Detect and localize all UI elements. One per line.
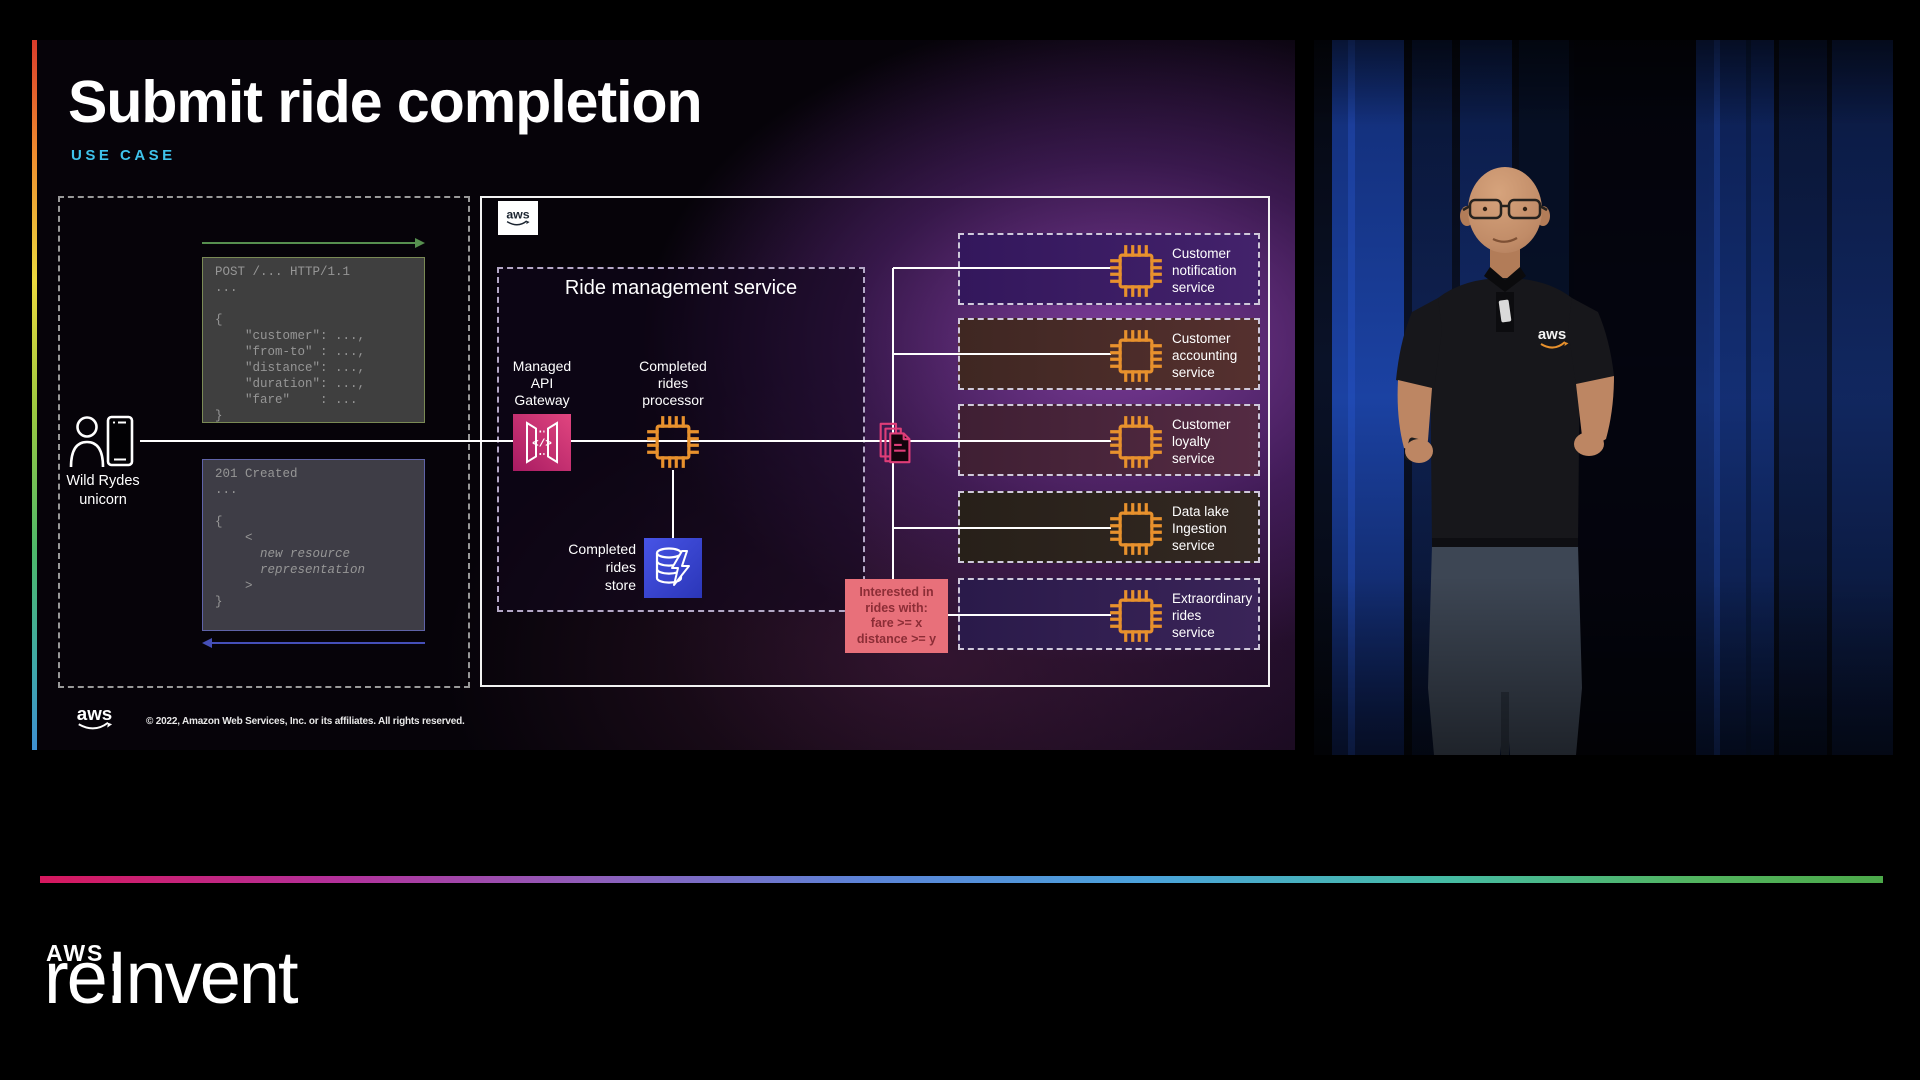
code-line: > (215, 579, 253, 593)
connector-branch-1 (893, 267, 1111, 269)
code-line: "duration": ..., (215, 377, 366, 391)
api-gateway-icon: </> (513, 414, 571, 471)
api-gateway-label: Managed API Gateway (512, 358, 572, 408)
code-line: "distance": ..., (215, 361, 366, 375)
code-line: representation (215, 563, 366, 577)
store-label: Completed rides store (568, 541, 636, 593)
code-line: } (215, 595, 223, 609)
code-line: "customer": ..., (215, 329, 366, 343)
code-line: 201 Created (215, 467, 298, 481)
processor-label: Completed rides processor (639, 358, 707, 408)
http-request-code-block: POST /... HTTP/1.1 ... { "customer": ...… (202, 257, 425, 423)
aws-logo-icon: aws (506, 208, 530, 226)
dynamodb-store-icon (644, 538, 702, 598)
microservice-chip-icon (1108, 501, 1164, 557)
code-line: new resource (215, 547, 351, 561)
filter-note: Interested in rides with: fare >= x dist… (845, 579, 948, 653)
copyright-text: © 2022, Amazon Web Services, Inc. or its… (146, 716, 465, 727)
code-line: ... (215, 483, 238, 497)
code-line: { (215, 313, 223, 327)
microservice-chip-icon (1108, 414, 1164, 470)
aws-footer-text: aws (77, 703, 112, 724)
connector-processor-store (672, 470, 674, 538)
event-documents-icon (879, 422, 911, 464)
aws-cloud-badge: aws (498, 201, 538, 235)
client-dashed-box (58, 196, 470, 688)
code-line: "from-to" : ..., (215, 345, 366, 359)
code-line (215, 296, 412, 312)
connector-branch-3 (893, 440, 1111, 442)
code-line: { (215, 515, 223, 529)
svg-text:</>: </> (532, 439, 552, 451)
page-title: Submit ride completion (68, 69, 703, 135)
code-line (215, 498, 412, 514)
processor-chip-icon (645, 414, 701, 470)
aws-badge-text: aws (506, 208, 529, 222)
response-arrow (202, 638, 425, 648)
microservice-chip-icon (1108, 328, 1164, 384)
client-label: Wild Rydes unicorn (66, 473, 140, 508)
ride-management-title: Ride management service (564, 277, 798, 299)
code-line: < (215, 531, 253, 545)
connector-branch-4 (893, 527, 1111, 529)
request-arrow (202, 238, 425, 248)
microservice-chip-icon (1108, 588, 1164, 644)
microservice-chip-icon (1108, 243, 1164, 299)
code-line: ... (215, 281, 238, 295)
connector-branch-5 (893, 614, 1111, 616)
presenter-video: aws (1314, 40, 1893, 755)
person-phone-icon (69, 415, 134, 468)
code-line: } (215, 409, 223, 423)
reinvent-logo-invent: Invent (107, 936, 299, 1019)
http-response-code-block: 201 Created ... { < new resource represe… (202, 459, 425, 631)
code-line: "fare" : ... (215, 393, 358, 407)
reinvent-logo-re: re: (44, 936, 126, 1019)
rainbow-edge-strip (32, 40, 37, 750)
use-case-kicker: USE CASE (71, 147, 176, 164)
slide-panel: Submit ride completion USE CASE aws Ride… (32, 40, 1295, 750)
connector-branch-2 (893, 353, 1111, 355)
code-line: POST /... HTTP/1.1 (215, 265, 351, 279)
aws-footer-logo: aws (77, 703, 112, 730)
rainbow-gradient-bar (40, 876, 1883, 883)
reinvent-logo-aws: AWS (46, 940, 105, 966)
